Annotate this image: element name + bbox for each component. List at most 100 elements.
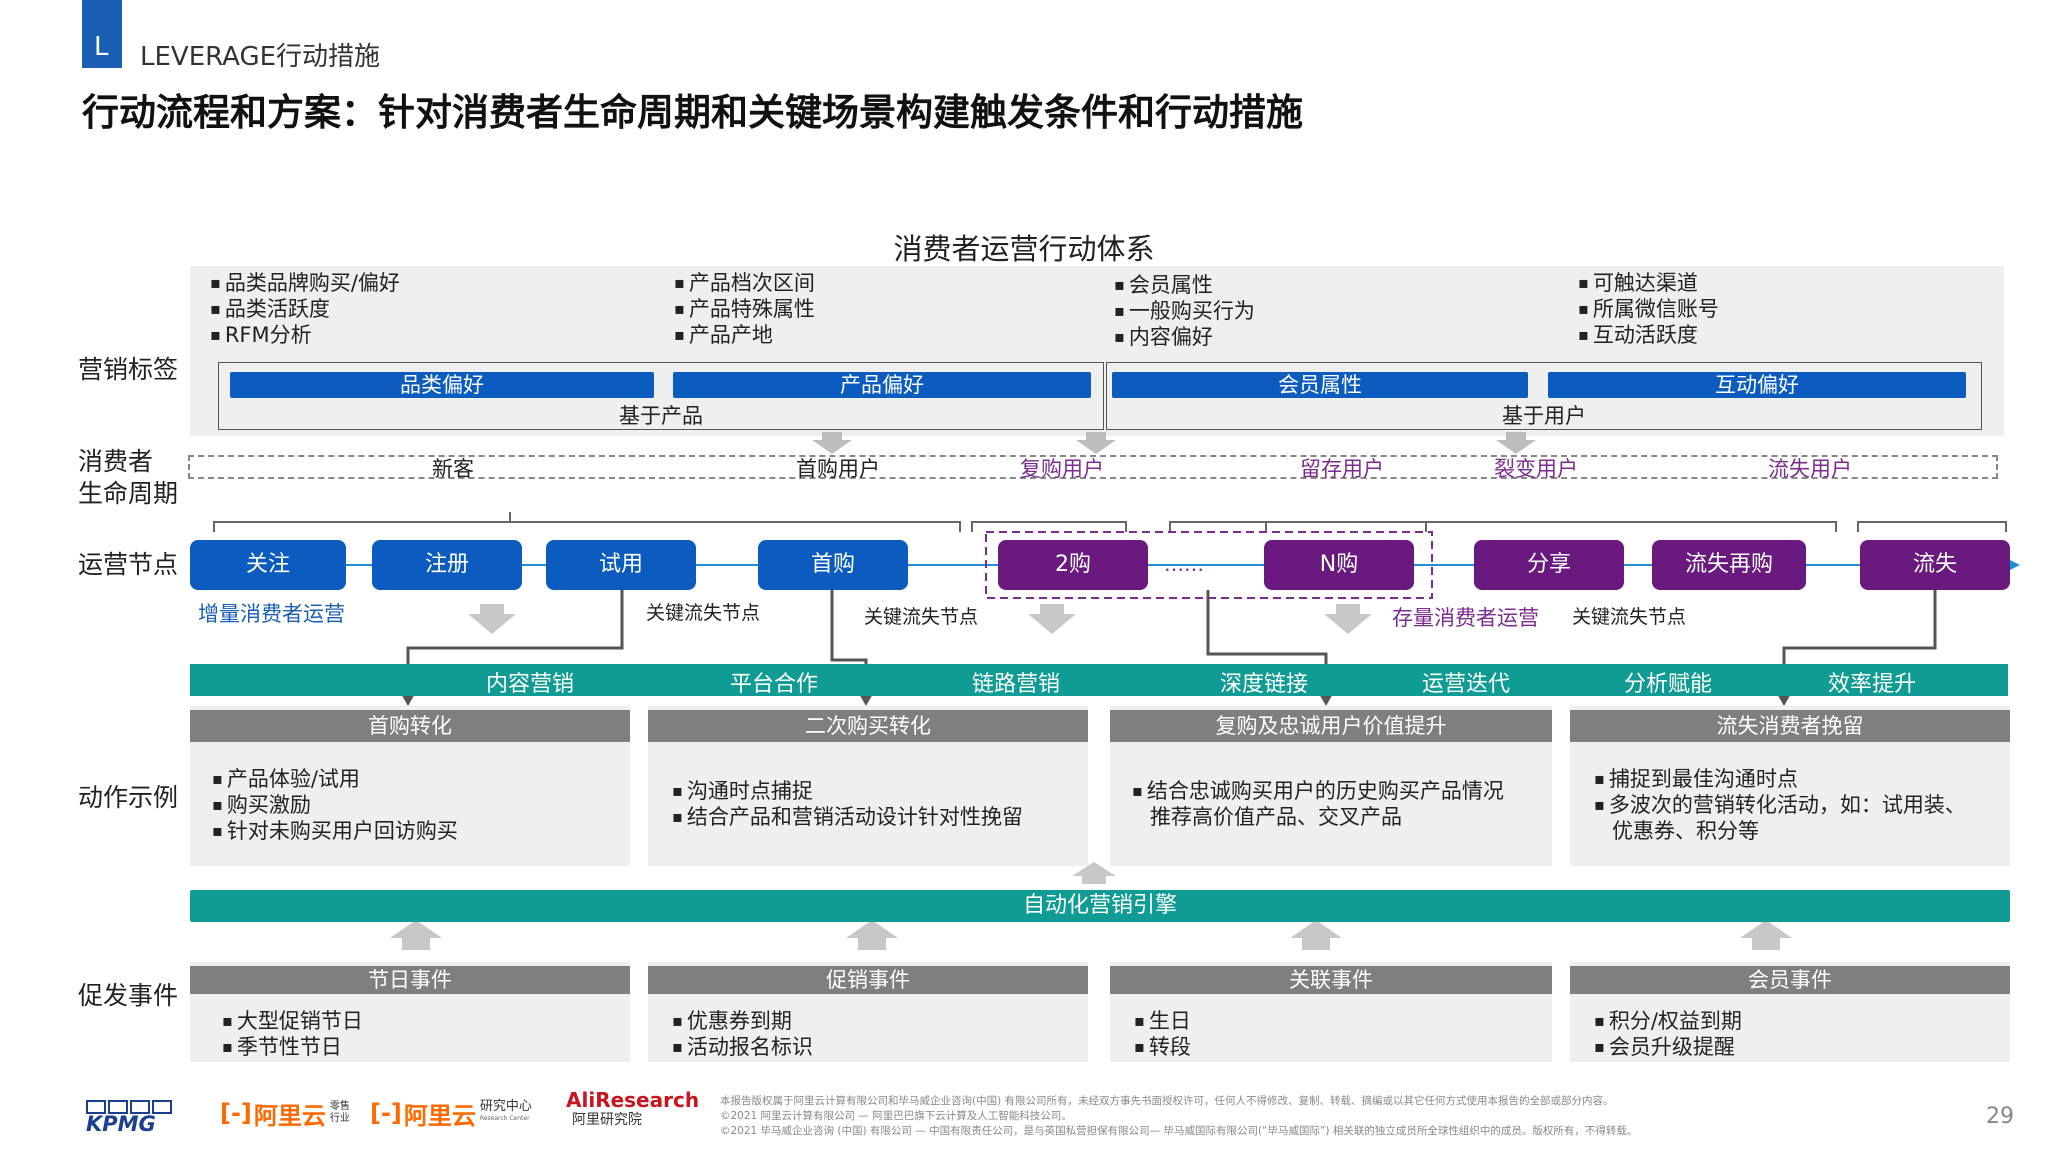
action-extra-loyalty: 推荐高价值产品、交叉产品 bbox=[1150, 805, 1402, 829]
trigger-bullets-promo: 优惠券到期 活动报名标识 bbox=[672, 1008, 813, 1060]
lifecycle-retained: 留存用户 bbox=[1300, 457, 1384, 481]
up-arrow-icon bbox=[1290, 920, 1342, 950]
capability-platform: 平台合作 bbox=[730, 672, 819, 697]
node-lost[interactable]: 流失 bbox=[1860, 540, 2010, 590]
flow-arrow-icon bbox=[2010, 560, 2020, 570]
list-item: 品类活跃度 bbox=[210, 296, 400, 322]
tag-list-category: 品类品牌购买/偏好 品类活跃度 RFM分析 bbox=[210, 270, 400, 348]
node-share[interactable]: 分享 bbox=[1474, 540, 1624, 590]
tag-member-attribute: 会员属性 bbox=[1112, 372, 1528, 398]
list-item: 大型促销节日 bbox=[222, 1008, 363, 1034]
down-arrow-icon bbox=[1324, 604, 1372, 634]
action-title-loyalty: 复购及忠诚用户价值提升 bbox=[1110, 710, 1552, 742]
list-item: 活动报名标识 bbox=[672, 1034, 813, 1060]
up-arrow-icon bbox=[846, 920, 898, 950]
down-arrow-icon bbox=[468, 604, 516, 634]
lifecycle-repurchase: 复购用户 bbox=[1020, 457, 1104, 481]
disclaimer-2: ©2021 阿里云计算有限公司 — 阿里巴巴旗下云计算及人工智能科技公司。 bbox=[720, 1110, 1072, 1122]
list-item: 优惠券到期 bbox=[672, 1008, 813, 1034]
bracket-new-buyer bbox=[971, 521, 1127, 532]
capability-iteration: 运营迭代 bbox=[1422, 672, 1511, 697]
group-product-label: 基于产品 bbox=[619, 404, 703, 428]
capability-analysis: 分析赋能 bbox=[1624, 672, 1713, 697]
list-item: 可触达渠道 bbox=[1578, 270, 1719, 296]
list-item: 会员属性 bbox=[1114, 272, 1255, 298]
trigger-title-member: 会员事件 bbox=[1570, 966, 2010, 994]
list-item: 会员升级提醒 bbox=[1594, 1034, 1742, 1060]
node-lost-repurchase[interactable]: 流失再购 bbox=[1652, 540, 1806, 590]
note-stock: 存量消费者运营 bbox=[1392, 606, 1539, 630]
capability-bar: 内容营销 平台合作 链路营销 深度链接 运营迭代 分析赋能 效率提升 bbox=[190, 664, 2008, 697]
lifecycle-new: 新客 bbox=[432, 457, 474, 481]
row-label-nodes: 运营节点 bbox=[78, 550, 179, 579]
capability-link-marketing: 链路营销 bbox=[972, 672, 1061, 697]
action-title-first: 首购转化 bbox=[190, 710, 630, 742]
tag-list-interaction: 可触达渠道 所属微信账号 互动活跃度 bbox=[1578, 270, 1719, 348]
list-item: 互动活跃度 bbox=[1578, 322, 1719, 348]
row-label-triggers: 促发事件 bbox=[78, 981, 179, 1010]
list-item: RFM分析 bbox=[210, 322, 400, 348]
bracket-repurchase bbox=[1169, 521, 1427, 532]
note-key-loss-1: 关键流失节点 bbox=[646, 602, 761, 624]
list-item: 生日 bbox=[1134, 1008, 1191, 1034]
action-title-churn: 流失消费者挽留 bbox=[1570, 710, 2010, 742]
list-item: 转段 bbox=[1134, 1034, 1191, 1060]
down-arrow-icon bbox=[1496, 432, 1536, 454]
list-item: 针对未购买用户回访购买 bbox=[212, 818, 458, 844]
row-label-lifecycle-2: 生命周期 bbox=[78, 479, 179, 508]
note-incremental: 增量消费者运营 bbox=[198, 602, 345, 626]
tag-list-member: 会员属性 一般购买行为 内容偏好 bbox=[1114, 272, 1255, 350]
tag-category-preference: 品类偏好 bbox=[230, 372, 654, 398]
bracket-incremental bbox=[213, 512, 961, 532]
tag-list-product: 产品档次区间 产品特殊属性 产品产地 bbox=[674, 270, 815, 348]
list-item: 结合产品和营销活动设计针对性挽留 bbox=[672, 804, 1023, 830]
list-item: 捕捉到最佳沟通时点 bbox=[1594, 766, 1966, 792]
list-item: 所属微信账号 bbox=[1578, 296, 1719, 322]
trigger-bullets-related: 生日 转段 bbox=[1134, 1008, 1191, 1060]
list-item: 季节性节日 bbox=[222, 1034, 363, 1060]
disclaimer-3: ©2021 毕马威企业咨询 (中国) 有限公司 — 中国有限责任公司，是与英国私… bbox=[720, 1125, 1638, 1137]
list-item: 产品档次区间 bbox=[674, 270, 815, 296]
action-bullets-loyalty: 结合忠诚购买用户的历史购买产品情况 bbox=[1132, 778, 1504, 804]
page-title: 行动流程和方案：针对消费者生命周期和关键场景构建触发条件和行动措施 bbox=[82, 91, 1303, 134]
section-marker bbox=[82, 0, 122, 68]
lifecycle-lost: 流失用户 bbox=[1768, 457, 1852, 481]
list-item: 多波次的营销转化活动，如：试用装、 bbox=[1594, 792, 1966, 818]
node-register[interactable]: 注册 bbox=[372, 540, 522, 590]
list-item: 购买激励 bbox=[212, 792, 458, 818]
action-title-second: 二次购买转化 bbox=[648, 710, 1088, 742]
trigger-bullets-holiday: 大型促销节日 季节性节日 bbox=[222, 1008, 363, 1060]
up-arrow-icon bbox=[390, 920, 442, 950]
aliresearch-logo: AliResearch 阿里研究院 bbox=[566, 1088, 700, 1128]
node-follow[interactable]: 关注 bbox=[190, 540, 346, 590]
trigger-title-holiday: 节日事件 bbox=[190, 966, 630, 994]
node-first-purchase[interactable]: 首购 bbox=[758, 540, 908, 590]
node-second-purchase[interactable]: 2购 bbox=[998, 540, 1148, 590]
list-item: 结合忠诚购买用户的历史购买产品情况 bbox=[1132, 778, 1504, 804]
section-letter: L bbox=[94, 32, 109, 62]
row-label-marketing-tags: 营销标签 bbox=[78, 355, 179, 384]
trigger-bullets-member: 积分/权益到期 会员升级提醒 bbox=[1594, 1008, 1742, 1060]
capability-efficiency: 效率提升 bbox=[1828, 672, 1917, 697]
bracket-lost bbox=[1857, 521, 2007, 532]
tag-product-preference: 产品偏好 bbox=[673, 372, 1091, 398]
list-item: 沟通时点捕捉 bbox=[672, 778, 1023, 804]
node-ellipsis: …… bbox=[1164, 552, 1204, 576]
action-bullets-first: 产品体验/试用 购买激励 针对未购买用户回访购买 bbox=[212, 766, 458, 844]
tag-interaction-preference: 互动偏好 bbox=[1548, 372, 1966, 398]
list-item: 内容偏好 bbox=[1114, 324, 1255, 350]
node-trial[interactable]: 试用 bbox=[546, 540, 696, 590]
list-item: 积分/权益到期 bbox=[1594, 1008, 1742, 1034]
disclaimer-1: 本报告版权属于阿里云计算有限公司和毕马威企业咨询(中国) 有限公司所有，未经双方… bbox=[720, 1095, 1614, 1107]
action-bullets-second: 沟通时点捕捉 结合产品和营销活动设计针对性挽留 bbox=[672, 778, 1023, 830]
list-item: 产品体验/试用 bbox=[212, 766, 458, 792]
trigger-title-promo: 促销事件 bbox=[648, 966, 1088, 994]
bracket-retained bbox=[1265, 521, 1837, 532]
group-user-label: 基于用户 bbox=[1502, 404, 1586, 428]
aliyun-research-logo: [-] 阿里云 研究中心 Research Center bbox=[370, 1099, 532, 1130]
node-n-purchase[interactable]: N购 bbox=[1264, 540, 1414, 590]
lifecycle-first-buyer: 首购用户 bbox=[796, 457, 880, 481]
up-arrow-icon bbox=[1072, 862, 1116, 884]
down-arrow-icon bbox=[1028, 604, 1076, 634]
automation-engine-bar: 自动化营销引擎 bbox=[190, 890, 2010, 922]
